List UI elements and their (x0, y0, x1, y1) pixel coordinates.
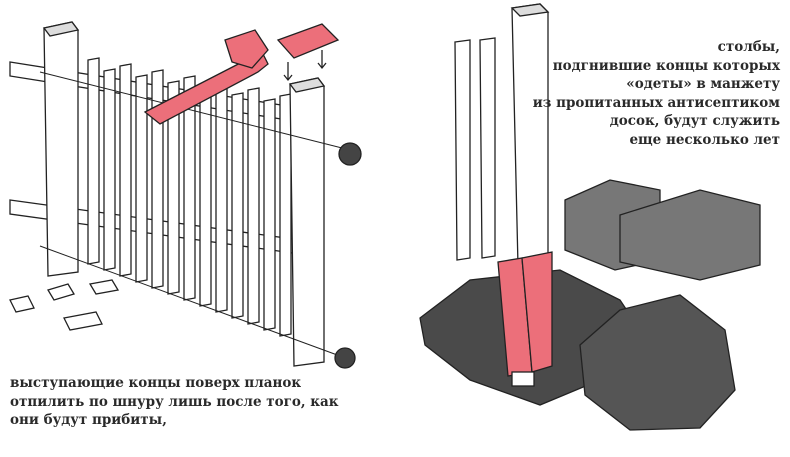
picket (103, 68, 116, 271)
pink-plank (276, 23, 340, 59)
caption-line: подгнившие концы которых (552, 57, 780, 74)
picket (87, 57, 100, 265)
offcut-pieces (9, 279, 120, 331)
arrow-icons (283, 50, 327, 82)
post-base (511, 371, 535, 387)
picket (231, 92, 244, 319)
caption-line: «одеты» в манжету (626, 76, 780, 92)
caption-line: выступающие концы поверх планок (10, 375, 302, 391)
post (510, 3, 550, 267)
twine-ball-top (338, 142, 362, 166)
picket (183, 75, 196, 301)
fence-post-left (42, 21, 80, 277)
string-lines (39, 71, 351, 357)
caption-line: они будут прибиты, (10, 412, 167, 428)
picket (279, 93, 292, 337)
turf-blocks (564, 179, 761, 281)
fence-post-right (288, 77, 326, 367)
rock (579, 294, 736, 431)
picket (199, 86, 212, 307)
fence-pickets (87, 57, 292, 337)
post-cuff (497, 251, 553, 377)
picket (119, 63, 132, 277)
saw (143, 29, 269, 125)
caption-post-cuff: столбы, подгнившие концы которых «одеты»… (533, 38, 780, 149)
old-planks (454, 37, 496, 261)
caption-line: столбы, (717, 39, 780, 55)
picket (247, 87, 260, 325)
picket (263, 98, 276, 331)
caption-picket-trim: выступающие концы поверх планок отпилить… (10, 374, 339, 430)
caption-line: досок, будут служить (609, 113, 780, 129)
twine-ball-bottom (334, 347, 356, 369)
caption-line: из пропитанных антисептиком (532, 94, 780, 111)
picket (167, 80, 180, 295)
picket (135, 74, 148, 283)
caption-line: отпилить по шнуру лишь после того, как (10, 393, 339, 410)
caption-line: еще несколько лет (629, 131, 780, 148)
